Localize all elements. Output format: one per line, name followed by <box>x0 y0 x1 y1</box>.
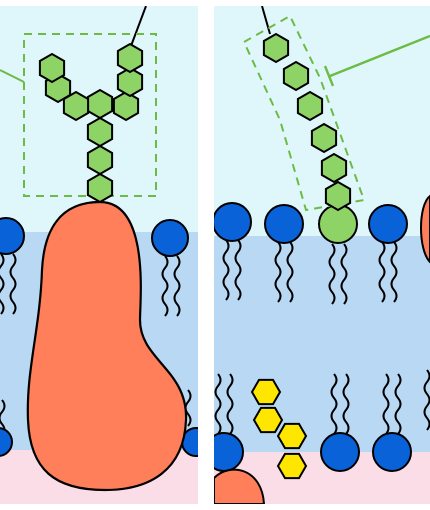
wavy-line-icon <box>173 255 181 317</box>
wavy-line-icon <box>340 243 348 305</box>
hexagon-icon <box>282 60 310 92</box>
hexagon-icon <box>112 90 140 122</box>
hexagon-icon <box>116 66 144 98</box>
hexagon-icon <box>86 172 114 204</box>
glycoprotein-panel <box>0 6 198 504</box>
box-leader-line <box>0 69 25 83</box>
hexagon-icon <box>324 180 352 212</box>
protein-edge-bottom <box>214 468 266 504</box>
wavy-line-icon <box>214 373 222 435</box>
wavy-line-icon <box>390 241 398 303</box>
membrane-protein <box>26 200 188 492</box>
linear-glycan <box>262 32 352 212</box>
wavy-line-icon <box>382 373 390 435</box>
lipid-heads <box>0 217 198 457</box>
inner-leaflet-sugar <box>250 378 308 480</box>
circle-icon <box>320 432 360 472</box>
wavy-line-icon <box>161 255 169 317</box>
wavy-line-icon <box>274 241 282 303</box>
hexagon-icon <box>86 116 114 148</box>
circle-icon <box>368 204 408 244</box>
hexagon-icon <box>252 406 284 434</box>
wavy-line-icon <box>286 241 294 303</box>
circle-icon <box>0 217 25 255</box>
branched-glycan <box>38 42 144 204</box>
hexagon-icon <box>250 378 282 406</box>
hexagon-icon <box>86 88 114 120</box>
glycan-dashed-box <box>23 33 157 197</box>
wavy-line-icon <box>0 253 5 315</box>
bracket-tick <box>323 65 335 87</box>
wavy-line-icon <box>378 241 386 303</box>
wavy-line-icon <box>222 239 230 301</box>
hexagon-icon <box>310 122 338 154</box>
circle-icon <box>264 204 304 244</box>
hexagon-icon <box>262 32 290 64</box>
wavy-line-icon <box>328 243 336 305</box>
hexagon-icon <box>276 422 308 450</box>
circle-icon <box>0 427 13 457</box>
membrane-region <box>214 236 430 452</box>
bracket-leader-line <box>329 34 430 78</box>
hexagon-icon <box>38 52 66 84</box>
hexagon-icon <box>320 152 348 184</box>
wavy-line-icon <box>226 373 234 435</box>
glycolipid-panel <box>214 6 430 504</box>
wavy-line-icon <box>394 373 402 435</box>
circle-icon <box>151 219 189 257</box>
extracellular-region <box>214 6 430 236</box>
hexagon-icon <box>86 144 114 176</box>
hexagon-icon <box>116 42 144 74</box>
label-leader-line <box>261 6 271 35</box>
hexagon-icon <box>296 90 324 122</box>
wavy-line-icon <box>234 239 242 301</box>
wavy-line-icon <box>330 373 338 435</box>
hexagon-icon <box>276 452 308 480</box>
circle-icon <box>372 432 412 472</box>
circle-icon <box>214 202 252 242</box>
wavy-line-icon <box>9 253 17 315</box>
wavy-line-icon <box>342 373 350 435</box>
lipid-heads <box>214 202 412 472</box>
